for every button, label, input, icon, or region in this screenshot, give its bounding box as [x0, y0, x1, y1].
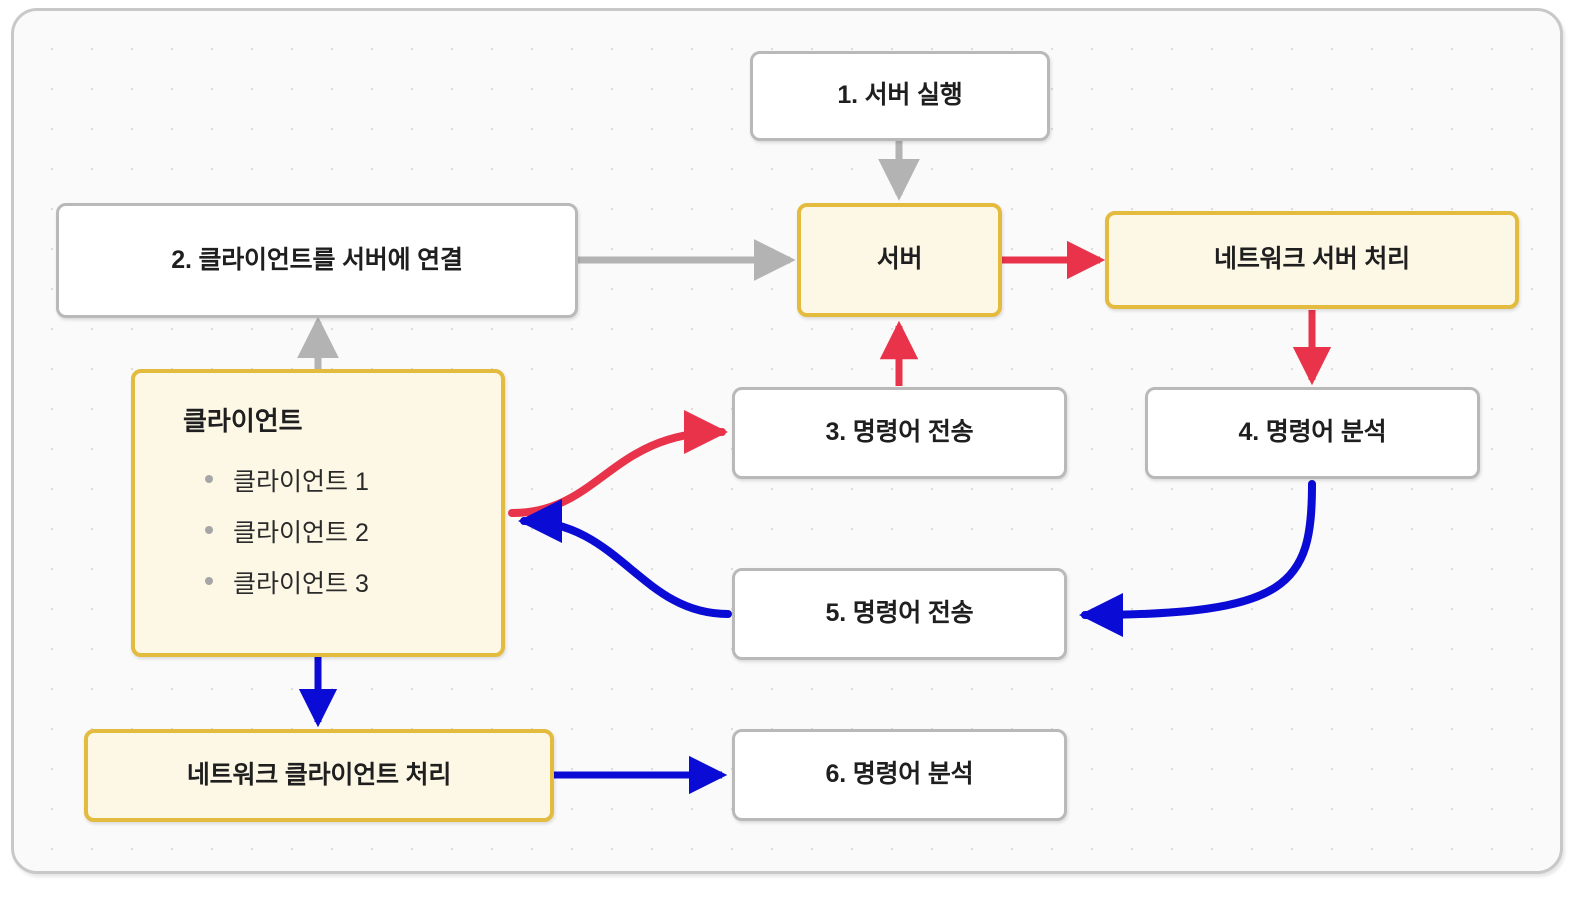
node-step2-label: 2. 클라이언트를 서버에 연결 — [171, 245, 463, 274]
node-client-title: 클라이언트 — [183, 406, 303, 436]
node-network-client-label: 네트워크 클라이언트 처리 — [186, 760, 452, 789]
list-item: 클라이언트 3 — [203, 564, 369, 600]
node-network-client[interactable]: 네트워크 클라이언트 처리 — [84, 729, 554, 822]
client-list: 클라이언트 1 클라이언트 2 클라이언트 3 — [183, 462, 369, 600]
node-step4-label: 4. 명령어 분석 — [1238, 418, 1387, 447]
node-step6[interactable]: 6. 명령어 분석 — [732, 729, 1067, 821]
list-item: 클라이언트 2 — [203, 513, 369, 549]
node-network-server[interactable]: 네트워크 서버 처리 — [1105, 211, 1519, 309]
node-step6-label: 6. 명령어 분석 — [825, 760, 974, 789]
node-step1[interactable]: 1. 서버 실행 — [750, 51, 1050, 141]
node-server-label: 서버 — [876, 245, 923, 274]
node-client[interactable]: 클라이언트 클라이언트 1 클라이언트 2 클라이언트 3 — [131, 369, 505, 657]
node-step1-label: 1. 서버 실행 — [837, 81, 963, 110]
node-step5[interactable]: 5. 명령어 전송 — [732, 568, 1067, 660]
node-step4[interactable]: 4. 명령어 분석 — [1145, 387, 1480, 479]
node-server[interactable]: 서버 — [797, 203, 1002, 317]
node-network-server-label: 네트워크 서버 처리 — [1214, 245, 1410, 274]
node-step5-label: 5. 명령어 전송 — [825, 599, 974, 628]
node-step3-label: 3. 명령어 전송 — [825, 418, 974, 447]
list-item: 클라이언트 1 — [203, 462, 369, 498]
node-step3[interactable]: 3. 명령어 전송 — [732, 387, 1067, 479]
node-step2[interactable]: 2. 클라이언트를 서버에 연결 — [56, 203, 578, 318]
